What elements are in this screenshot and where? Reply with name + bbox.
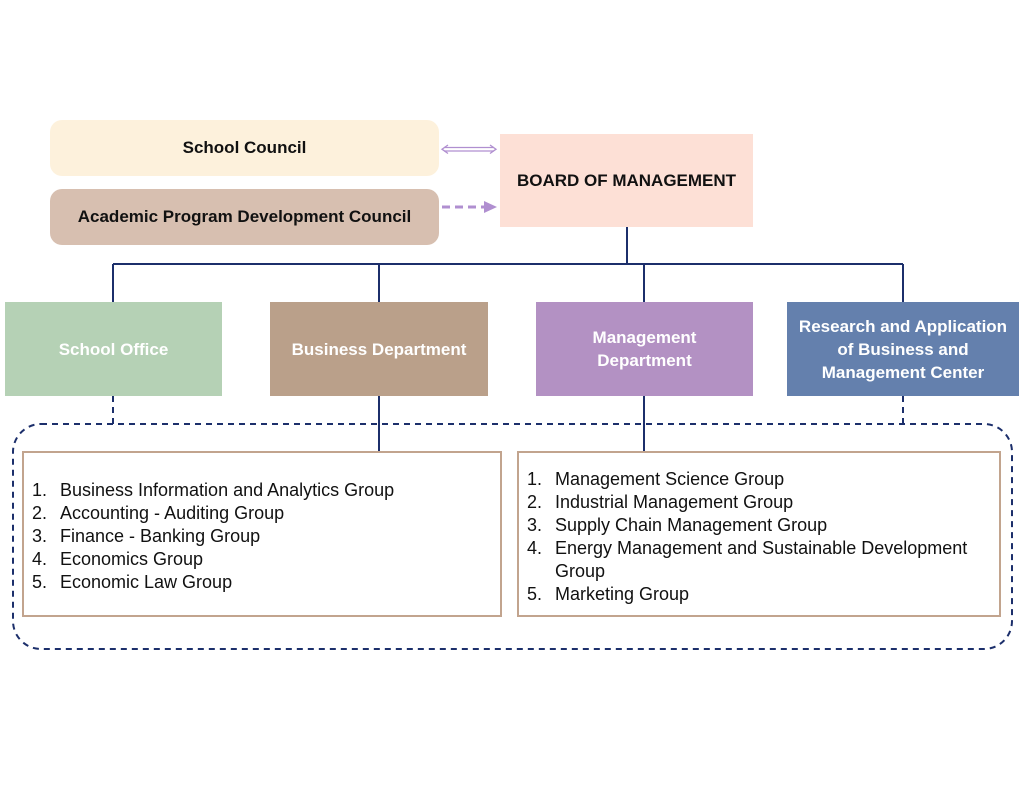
list-item: 5. Marketing Group — [527, 583, 991, 606]
list-item: 1. Business Information and Analytics Gro… — [32, 479, 492, 502]
school-office-box: School Office — [5, 302, 222, 396]
management-department-box: Management Department — [536, 302, 753, 396]
list-item-text: Industrial Management Group — [555, 492, 794, 512]
board-of-management-label: BOARD OF MANAGEMENT — [516, 170, 737, 190]
business-department-box: Business Department — [270, 302, 488, 396]
school-council-arrow-left-head — [440, 144, 449, 155]
list-item: 1. Management Science Group — [527, 468, 991, 491]
list-item-number: 5. — [527, 584, 543, 604]
list-item-number: 2. — [527, 492, 543, 512]
research-center-label: Research and Application of Business and… — [798, 316, 1008, 382]
list-item-text: Supply Chain Management Group — [555, 515, 828, 535]
shared-groups-dashed-boundary — [12, 423, 1013, 650]
research-center-box: Research and Application of Business and… — [787, 302, 1019, 396]
list-item: 2. Industrial Management Group — [527, 491, 991, 514]
list-item-number: 1. — [32, 480, 48, 500]
list-item-number: 4. — [32, 549, 48, 569]
school-council-label: School Council — [182, 138, 307, 157]
list-item-text: Economics Group — [60, 549, 204, 569]
list-item-text: Management Science Group — [555, 469, 785, 489]
board-of-management-box: BOARD OF MANAGEMENT — [500, 134, 753, 227]
business-department-label: Business Department — [291, 339, 467, 359]
list-item-text: Economic Law Group — [60, 572, 233, 592]
list-item-text: Business Information and Analytics Group — [60, 480, 395, 500]
list-item-text: Energy Management and Sustainable Develo… — [555, 538, 968, 581]
school-office-label: School Office — [58, 339, 169, 359]
management-groups-box: 1. Management Science Group 2. Industrial … — [517, 451, 1001, 617]
academic-council-label: Academic Program Development Council — [77, 207, 412, 226]
list-item: 2. Accounting - Auditing Group — [32, 502, 492, 525]
list-item-number: 4. — [527, 538, 543, 558]
management-groups-list: 1. Management Science Group 2. Industrial … — [527, 468, 991, 606]
business-groups-box: 1. Business Information and Analytics Gro… — [22, 451, 502, 617]
business-groups-list: 1. Business Information and Analytics Gro… — [32, 479, 492, 594]
list-item-text: Finance - Banking Group — [60, 526, 261, 546]
list-item-text: Marketing Group — [555, 584, 690, 604]
management-department-label: Management Department — [592, 328, 697, 370]
school-council-arrow-right-head — [489, 144, 498, 155]
list-item-number: 1. — [527, 469, 543, 489]
list-item-text: Accounting - Auditing Group — [60, 503, 285, 523]
list-item: 4. Economics Group — [32, 548, 492, 571]
school-council-box: School Council — [50, 120, 439, 176]
list-item: 5. Economic Law Group — [32, 571, 492, 594]
list-item-number: 2. — [32, 503, 48, 523]
list-item-number: 5. — [32, 572, 48, 592]
list-item-number: 3. — [527, 515, 543, 535]
list-item: 4. Energy Management and Sustainable Deve… — [527, 537, 991, 583]
list-item-number: 3. — [32, 526, 48, 546]
list-item: 3. Supply Chain Management Group — [527, 514, 991, 537]
academic-council-arrow-head — [484, 201, 497, 213]
list-item: 3. Finance - Banking Group — [32, 525, 492, 548]
academic-council-box: Academic Program Development Council — [50, 189, 439, 245]
